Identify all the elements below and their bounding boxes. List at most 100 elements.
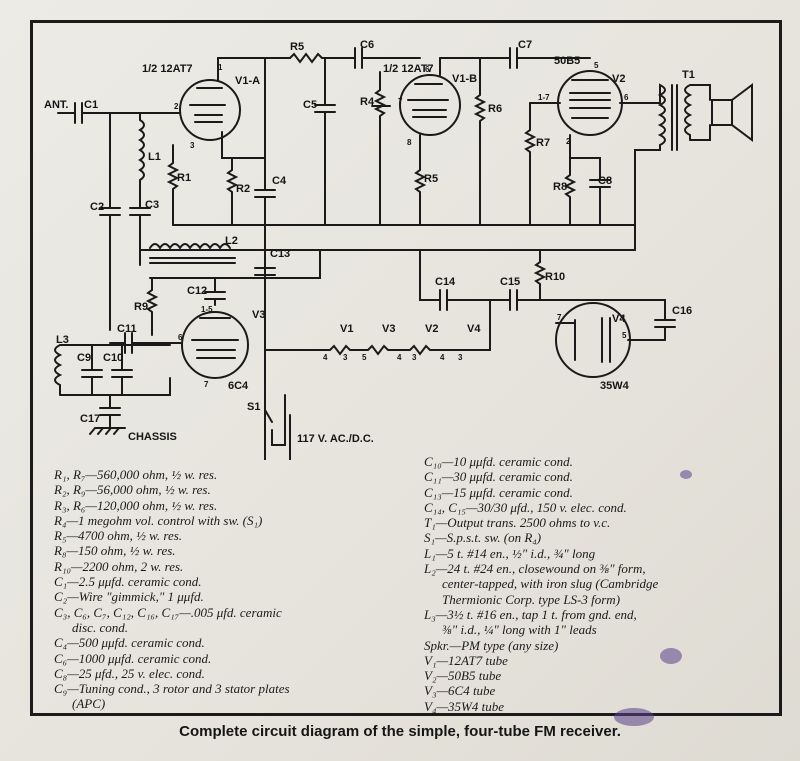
label-c2: C2 — [90, 201, 104, 213]
label-s1: S1 — [247, 401, 260, 413]
label-chassis: CHASSIS — [128, 431, 177, 443]
svg-text:6: 6 — [624, 93, 629, 102]
part-v2: V₂—50B5 tube — [424, 668, 502, 684]
label-c15: C15 — [500, 276, 520, 288]
part-r2-r9: R₂, R₉—56,000 ohm, ½ w. res. — [54, 482, 211, 498]
label-r5: R5 — [290, 41, 304, 53]
label-c13: C13 — [270, 248, 290, 260]
ink-stain — [660, 648, 682, 664]
coil-l1 — [138, 112, 145, 201]
label-r10: R10 — [545, 271, 565, 283]
label-6c4: 6C4 — [228, 380, 249, 392]
part-c9-cont: (APC) — [72, 696, 106, 712]
coil-l3 — [54, 344, 171, 396]
part-l2: L₂—24 t. #24 en., closewound on ⅜" form, — [424, 561, 646, 577]
ink-stain — [614, 708, 654, 726]
part-v1: V₁—12AT7 tube — [424, 652, 508, 668]
svg-text:3: 3 — [190, 141, 195, 150]
ink-stain — [680, 470, 692, 479]
speaker-icon — [711, 83, 753, 142]
svg-text:2: 2 — [566, 137, 571, 146]
svg-text:6: 6 — [178, 333, 183, 342]
transformer-t1 — [619, 83, 666, 251]
parts-list-right: C₁₀—10 μμfd. ceramic cond. C₁₁—30 μμfd. … — [424, 454, 779, 714]
label-c11: C11 — [117, 323, 137, 335]
label-r4: R4 — [360, 96, 375, 108]
part-r5: R₅—4700 ohm, ½ w. res. — [54, 528, 183, 544]
part-c4: C₄—500 μμfd. ceramic cond. — [54, 635, 205, 651]
tube-v1a — [179, 79, 241, 141]
svg-text:1-5: 1-5 — [201, 305, 213, 314]
part-c8: C₈—25 μfd., 25 v. elec. cond. — [54, 665, 205, 681]
label-r8: R8 — [553, 181, 567, 193]
part-s1: S₁—S.p.s.t. sw. (on R₄) — [424, 530, 542, 546]
svg-text:8: 8 — [407, 138, 412, 147]
label-c16: C16 — [672, 305, 692, 317]
label-c1: C1 — [84, 99, 98, 111]
part-r3-r6: R₃, R₆—120,000 ohm, ½ w. res. — [54, 497, 218, 513]
part-c11: C₁₁—30 μμfd. ceramic cond. — [424, 469, 573, 485]
part-r4: R₄—1 megohm vol. control with sw. (S₁) — [54, 512, 263, 528]
label-c6: C6 — [360, 39, 374, 51]
part-l1: L₁—5 t. #14 en., ½" i.d., ¾" long — [424, 545, 596, 561]
svg-text:2: 2 — [174, 102, 179, 111]
svg-text:3: 3 — [412, 353, 417, 362]
svg-text:4: 4 — [440, 353, 445, 362]
label-c4: C4 — [272, 175, 287, 187]
tube-v1b — [399, 74, 461, 136]
label-r6: R6 — [488, 103, 502, 115]
label-r1: R1 — [177, 172, 191, 184]
svg-text:4: 4 — [397, 353, 402, 362]
label-r2: R2 — [236, 183, 250, 195]
label-r7: R7 — [536, 137, 550, 149]
label-c5: C5 — [303, 99, 317, 111]
label-v4: V4 — [612, 313, 626, 325]
part-c6: C₆—1000 μμfd. ceramic cond. — [54, 650, 212, 666]
label-c12: C12 — [187, 285, 207, 297]
svg-text:7: 7 — [398, 97, 403, 106]
part-l2-cont2: Thermionic Corp. type LS-3 form) — [442, 591, 621, 607]
part-c2: C₂—Wire "gimmick," 1 μμfd. — [54, 589, 204, 605]
svg-text:3: 3 — [343, 353, 348, 362]
label-r5b: R5 — [424, 173, 438, 185]
svg-text:1: 1 — [218, 63, 223, 72]
parts-list-left: R₁, R₇—560,000 ohm, ½ w. res. R₂, R₉—56,… — [54, 467, 414, 712]
part-c9: C₉—Tuning cond., 3 rotor and 3 stator pl… — [54, 681, 290, 697]
part-r10: R₁₀—2200 ohm, 2 w. res. — [54, 558, 184, 574]
part-v4: V₄—35W4 tube — [424, 698, 504, 714]
label-v1b-part: 1/2 12AT7 — [383, 63, 434, 75]
label-heater-v3: V3 — [382, 323, 395, 335]
diagram-frame — [30, 20, 782, 716]
svg-text:6: 6 — [425, 65, 430, 74]
label-c14: C14 — [435, 276, 456, 288]
svg-text:7: 7 — [204, 380, 209, 389]
svg-text:1-7: 1-7 — [538, 93, 550, 102]
part-spkr: Spkr.—PM type (any size) — [424, 637, 559, 653]
label-l3: L3 — [56, 334, 69, 346]
figure-caption: Complete circuit diagram of the simple, … — [179, 723, 621, 740]
label-v2: V2 — [612, 73, 625, 85]
label-l1: L1 — [148, 151, 161, 163]
svg-text:4: 4 — [323, 353, 328, 362]
label-c17: C17 — [80, 413, 100, 425]
label-v3: V3 — [252, 309, 265, 321]
svg-text:5: 5 — [622, 331, 627, 340]
label-r9: R9 — [134, 301, 148, 313]
label-t1: T1 — [682, 69, 695, 81]
label-v1-part: 1/2 12AT7 — [142, 63, 193, 75]
label-c7: C7 — [518, 39, 532, 51]
label-mains: 117 V. AC./D.C. — [297, 433, 374, 445]
svg-text:7: 7 — [557, 313, 562, 322]
part-v3: V₃—6C4 tube — [424, 683, 496, 699]
label-c9: C9 — [77, 352, 91, 364]
label-ant: ANT. — [44, 99, 68, 111]
label-heater-v4: V4 — [467, 323, 481, 335]
part-c14-c15: C₁₄, C₁₅—30/30 μfd., 150 v. elec. cond. — [424, 499, 627, 515]
label-v1b: V1-B — [452, 73, 477, 85]
svg-text:3: 3 — [458, 353, 463, 362]
part-c3-group-cont: disc. cond. — [72, 619, 128, 635]
part-c13: C₁₃—15 μμfd. ceramic cond. — [424, 484, 573, 500]
label-c10: C10 — [103, 352, 123, 364]
svg-text:5: 5 — [362, 353, 367, 362]
